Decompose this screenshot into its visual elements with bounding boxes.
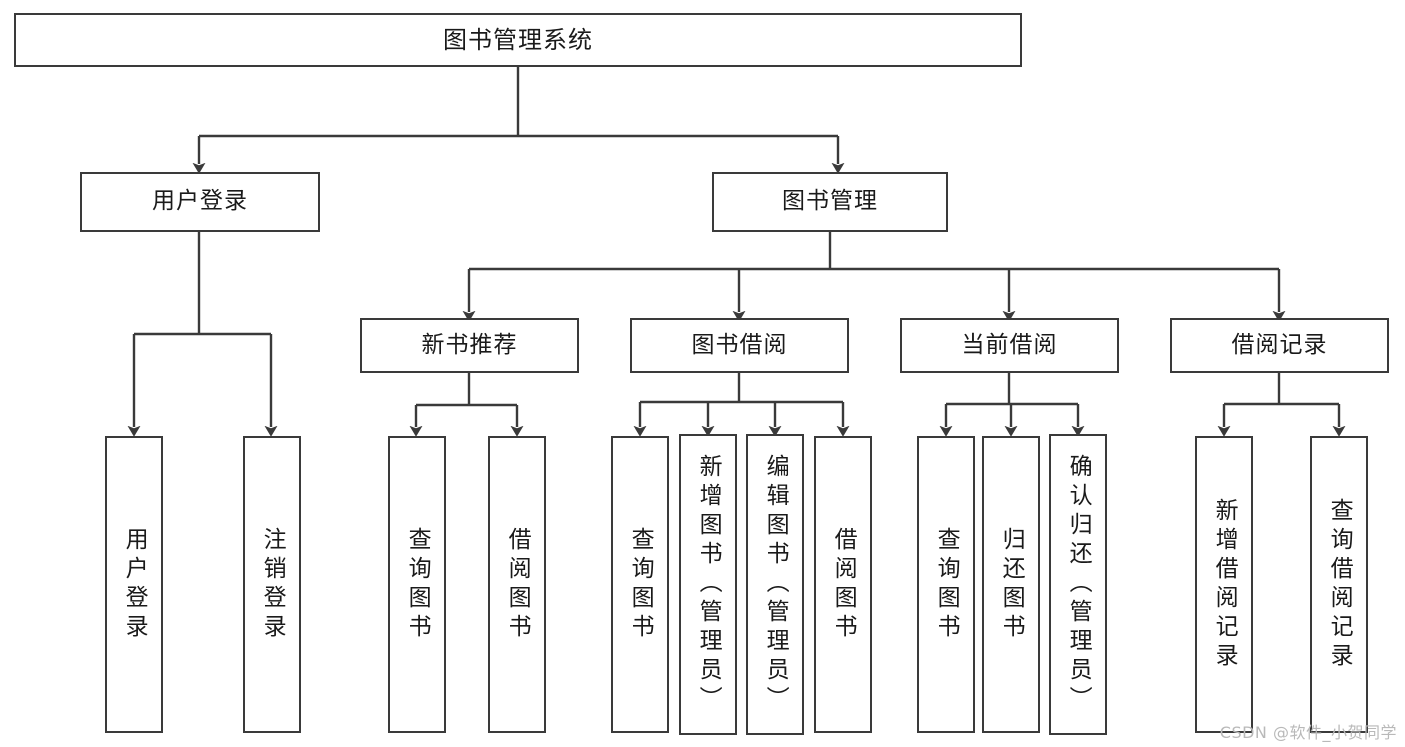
node-label: 查询图书: [404, 526, 431, 643]
node-label: 借阅记录: [1231, 331, 1328, 358]
node-new-book-recommend[interactable]: 新书推荐: [360, 318, 579, 373]
node-leaf-edit-book-admin[interactable]: 编辑图书（管理员）: [746, 434, 804, 735]
watermark-text: CSDN @软件_小贺同学: [1219, 723, 1397, 742]
node-label: 查询图书: [933, 526, 960, 643]
node-label: 当前借阅: [961, 331, 1058, 358]
node-label: 用户登录: [152, 188, 248, 215]
node-label: 新增借阅记录: [1211, 497, 1238, 672]
node-label: 归还图书: [998, 526, 1025, 643]
node-leaf-logout[interactable]: 注销登录: [243, 436, 301, 733]
node-leaf-query-borrow-record[interactable]: 查询借阅记录: [1310, 436, 1368, 733]
node-label: 注销登录: [259, 526, 286, 643]
node-label: 查询借阅记录: [1326, 497, 1353, 672]
node-leaf-return-book[interactable]: 归还图书: [982, 436, 1040, 733]
node-leaf-user-login[interactable]: 用户登录: [105, 436, 163, 733]
node-label: 图书管理系统: [443, 25, 593, 54]
node-user-login[interactable]: 用户登录: [80, 172, 320, 232]
node-leaf-borrow-book-bb[interactable]: 借阅图书: [814, 436, 872, 733]
node-label: 查询图书: [627, 526, 654, 643]
node-leaf-confirm-return-admin[interactable]: 确认归还（管理员）: [1049, 434, 1107, 735]
node-leaf-query-book-cb[interactable]: 查询图书: [917, 436, 975, 733]
node-leaf-query-book-nbr[interactable]: 查询图书: [388, 436, 446, 733]
node-leaf-query-book-bb[interactable]: 查询图书: [611, 436, 669, 733]
node-label: 用户登录: [121, 526, 148, 643]
node-leaf-borrow-book-nbr[interactable]: 借阅图书: [488, 436, 546, 733]
node-book-borrow[interactable]: 图书借阅: [630, 318, 849, 373]
node-label: 确认归还（管理员）: [1065, 454, 1092, 715]
node-current-borrow[interactable]: 当前借阅: [900, 318, 1119, 373]
node-borrow-record[interactable]: 借阅记录: [1170, 318, 1389, 373]
node-label: 编辑图书（管理员）: [762, 454, 789, 715]
node-label: 新增图书（管理员）: [695, 454, 722, 715]
node-leaf-add-borrow-record[interactable]: 新增借阅记录: [1195, 436, 1253, 733]
node-book-management[interactable]: 图书管理: [712, 172, 948, 232]
node-label: 图书管理: [782, 188, 878, 215]
node-leaf-add-book-admin[interactable]: 新增图书（管理员）: [679, 434, 737, 735]
node-label: 借阅图书: [830, 526, 857, 643]
node-label: 图书借阅: [691, 331, 788, 358]
node-root-system[interactable]: 图书管理系统: [14, 13, 1022, 67]
node-label: 新书推荐: [421, 331, 518, 358]
node-label: 借阅图书: [504, 526, 531, 643]
